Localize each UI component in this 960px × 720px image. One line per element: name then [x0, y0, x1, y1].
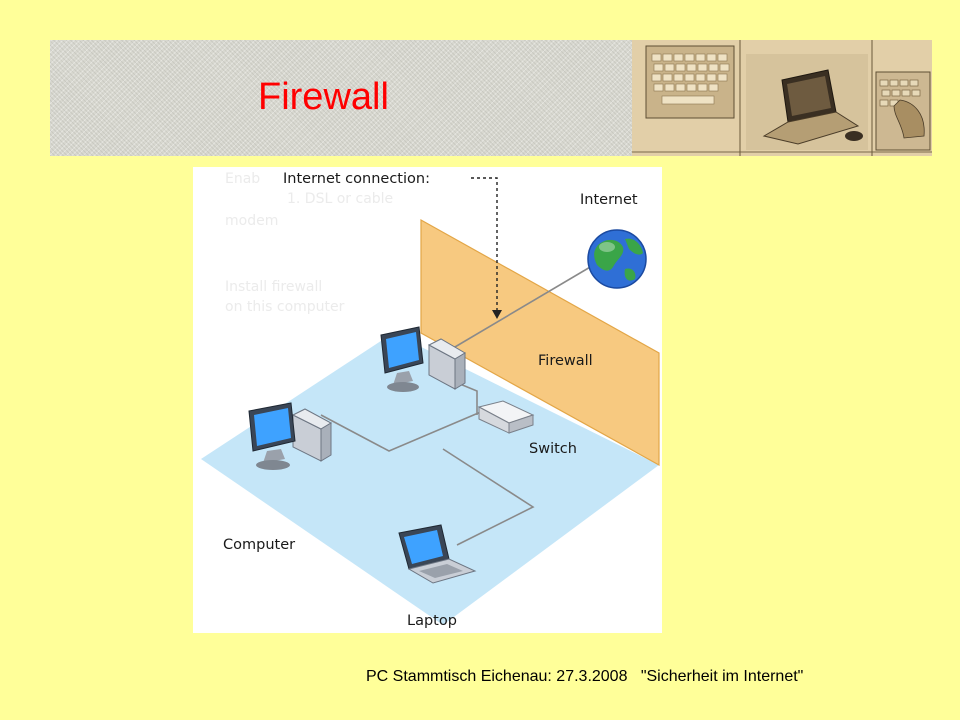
label-switch: Switch — [529, 441, 577, 457]
label-internet: Internet — [580, 192, 638, 208]
network-firewall-diagram: Enab 1. DSL or cable modem Install firew… — [193, 167, 662, 633]
internet-connection-pointer — [471, 177, 502, 319]
slide-title: Firewall — [258, 76, 389, 118]
label-firewall: Firewall — [538, 353, 593, 369]
footer-text: PC Stammtisch Eichenau: 27.3.2008 "Siche… — [366, 668, 804, 685]
desktop-computer-icon — [248, 402, 333, 470]
svg-text:modem: modem — [225, 213, 278, 229]
switch-icon — [477, 400, 535, 434]
keyboard-photo — [645, 45, 735, 119]
label-internet-connection: Internet connection: — [283, 171, 430, 187]
label-laptop: Laptop — [407, 613, 457, 629]
laptop-icon — [398, 524, 477, 584]
hands-typing-photo — [875, 71, 931, 151]
desktop-computer-icon — [380, 326, 466, 392]
svg-text:on this computer: on this computer — [225, 299, 345, 315]
laptop-photo — [746, 54, 868, 150]
svg-text:Install firewall: Install firewall — [225, 279, 322, 295]
svg-text:1. DSL or cable: 1. DSL or cable — [287, 191, 393, 207]
network-floor — [201, 333, 659, 625]
globe-icon — [587, 229, 647, 289]
firewall-wall — [420, 218, 660, 467]
photo-strip — [632, 40, 932, 156]
label-computer: Computer — [223, 537, 295, 553]
svg-text:Enab: Enab — [225, 171, 260, 187]
